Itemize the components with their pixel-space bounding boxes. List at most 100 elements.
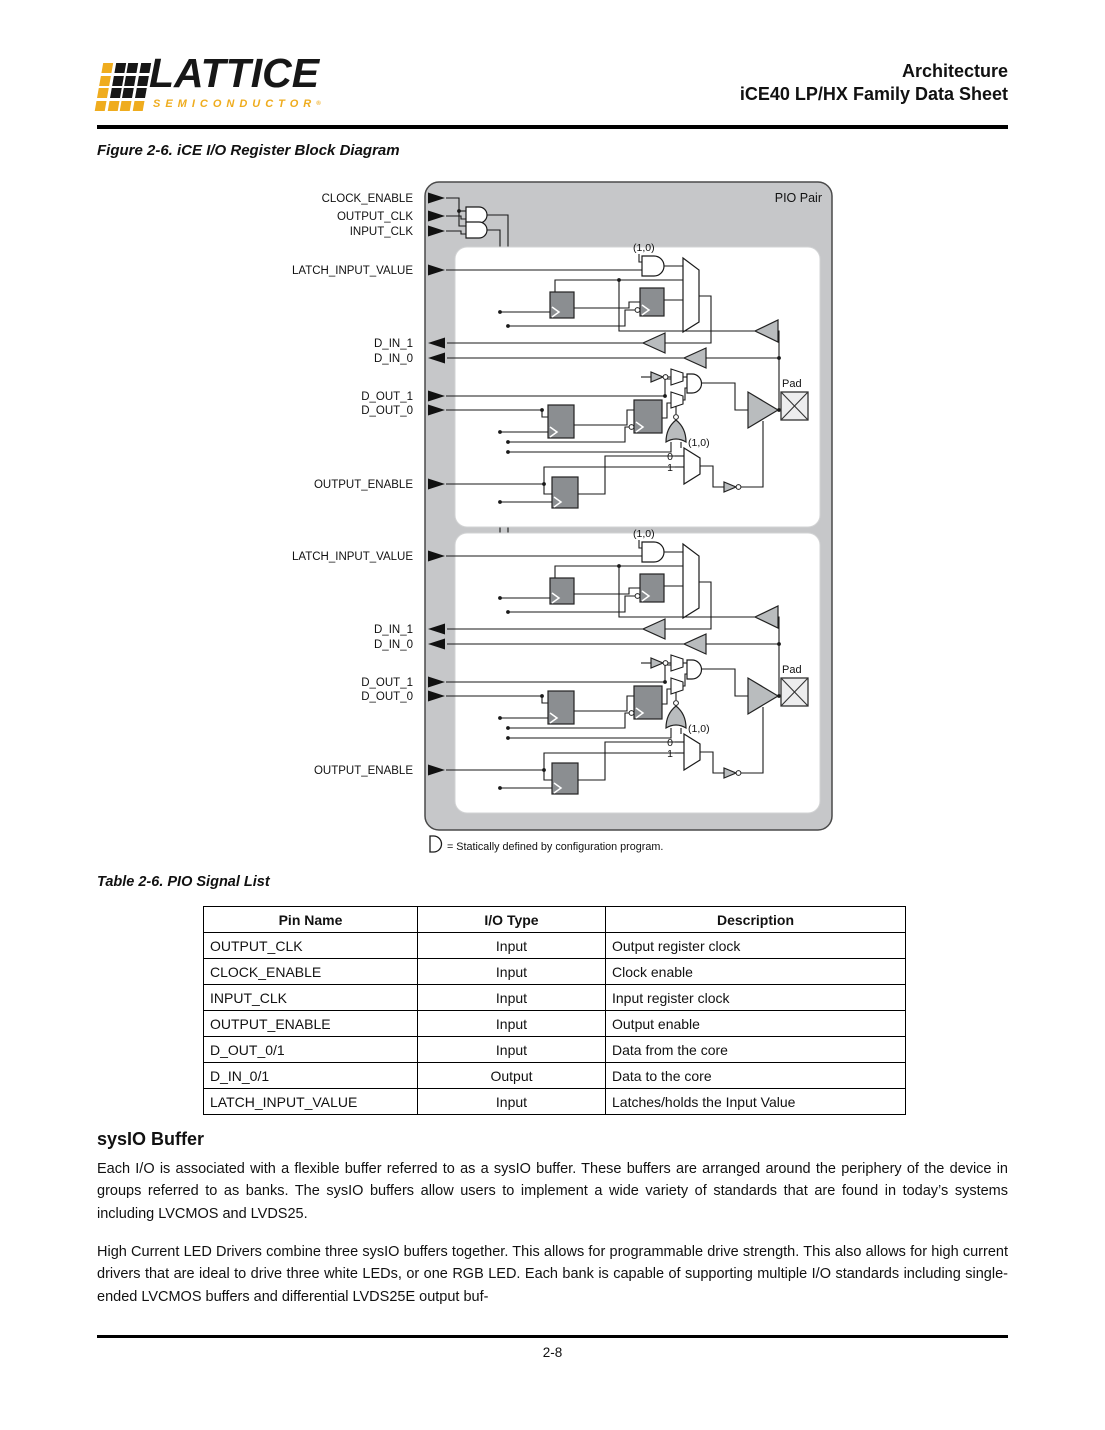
clock-chevron-icon xyxy=(641,304,651,316)
clock-chevron-icon xyxy=(635,421,645,433)
junction-dot xyxy=(506,726,510,730)
and-gate-icon xyxy=(686,373,703,394)
diagram-label-d_out_0: D_OUT_0 xyxy=(361,405,413,417)
junction-dot xyxy=(498,310,502,314)
and-gate-icon xyxy=(465,221,488,239)
junction-dot xyxy=(617,564,621,568)
flip-flop xyxy=(551,476,579,509)
input-arrow-icon xyxy=(428,390,445,402)
paragraph: High Current LED Drivers combine three s… xyxy=(97,1244,1008,1305)
diagram-label-d_in_0: D_IN_0 xyxy=(374,639,413,651)
logo-square xyxy=(124,75,136,86)
io-register-block-diagram: PIO PairCLOCK_ENABLEOUTPUT_CLKINPUT_CLKL… xyxy=(292,181,833,853)
registered-mark: ® xyxy=(316,101,321,107)
clock-chevron-icon xyxy=(553,496,563,508)
input-arrow-icon xyxy=(428,676,445,688)
wire xyxy=(446,466,679,485)
table-cell: D_IN_0/1 xyxy=(203,1062,418,1089)
buffer-icon xyxy=(723,481,738,493)
inverter-bubble-icon xyxy=(735,484,742,490)
mux-input-1-label: 1 xyxy=(667,462,673,474)
wire xyxy=(741,421,764,488)
buffer-icon xyxy=(641,618,666,640)
inverter-bubble-icon xyxy=(662,374,669,380)
clock-chevron-icon xyxy=(635,707,645,719)
mux-icon xyxy=(670,654,684,672)
output-arrow-icon xyxy=(428,638,445,650)
clock-chevron-icon xyxy=(551,592,561,604)
section-heading: sysIO Buffer xyxy=(97,1129,205,1149)
junction-dot xyxy=(663,394,667,398)
logo-square xyxy=(119,100,132,111)
lattice-logo-mark xyxy=(94,63,151,111)
wire xyxy=(554,279,683,292)
wire xyxy=(446,230,466,235)
config-bits-label: (1,0) xyxy=(688,723,710,735)
wire xyxy=(662,688,671,705)
diagram-label-input_clk: INPUT_CLK xyxy=(350,226,414,238)
buffer-icon xyxy=(650,657,665,669)
flip-flop xyxy=(549,291,575,319)
buffer-icon xyxy=(723,767,738,779)
and-gate-icon xyxy=(641,541,665,563)
flip-flop xyxy=(639,573,665,603)
figure-caption: Figure 2-6. iCE I/O Register Block Diagr… xyxy=(97,142,400,159)
wire xyxy=(446,378,671,397)
diagram-label-output_enable: OUTPUT_ENABLE xyxy=(314,765,413,777)
junction-dot xyxy=(498,596,502,600)
wire xyxy=(574,301,640,309)
negedge-bubble-icon xyxy=(634,593,641,599)
inverter-bubble-icon xyxy=(735,770,742,776)
buffer-icon xyxy=(747,676,780,716)
wire xyxy=(508,728,672,739)
flip-flop xyxy=(639,287,665,317)
table-caption: Table 2-6. PIO Signal List xyxy=(97,874,270,890)
wire xyxy=(700,751,724,774)
junction-dot xyxy=(498,430,502,434)
junction-dot xyxy=(506,324,510,328)
wire xyxy=(700,465,724,488)
mux-input-0-label: 0 xyxy=(667,737,673,749)
wire xyxy=(578,455,679,495)
input-arrow-icon xyxy=(428,550,445,562)
negedge-bubble-icon xyxy=(628,710,635,716)
mux-input-0-label: 0 xyxy=(667,451,673,463)
junction-dot xyxy=(663,680,667,684)
table-cell: Input register clock xyxy=(605,984,906,1011)
junction-dot xyxy=(498,500,502,504)
negedge-bubble-icon xyxy=(628,424,635,430)
input-arrow-icon xyxy=(428,192,445,204)
buffer-icon xyxy=(641,332,666,354)
page-number: 2-8 xyxy=(542,1345,563,1360)
junction-dot xyxy=(506,440,510,444)
pio-cell-box xyxy=(454,532,821,814)
table-cell: OUTPUT_ENABLE xyxy=(203,1010,418,1037)
diagram-label-latch_input_value: LATCH_INPUT_VALUE xyxy=(292,551,413,563)
wire xyxy=(543,770,552,781)
clock-chevron-icon xyxy=(549,426,559,438)
logo-square xyxy=(134,88,147,98)
table-header-cell: Description xyxy=(605,906,906,933)
clock-chevron-icon xyxy=(551,306,561,318)
brand-name: LATTICE xyxy=(149,50,320,96)
wire xyxy=(508,426,629,443)
wire xyxy=(508,309,635,327)
diagram-label-d_in_1: D_IN_1 xyxy=(374,338,413,350)
pad-label: Pad xyxy=(782,664,802,676)
lattice-logo: LATTICE SEMICONDUCTOR® xyxy=(94,50,427,118)
config-bits-label: (1,0) xyxy=(633,242,655,254)
table-cell: CLOCK_ENABLE xyxy=(203,958,418,985)
table-cell: Input xyxy=(417,1010,606,1037)
table-header-cell: I/O Type xyxy=(417,906,606,933)
wire xyxy=(618,566,755,618)
table-cell: Input xyxy=(417,932,606,959)
diagram-label-d_in_1: D_IN_1 xyxy=(374,624,413,636)
table-cell: D_OUT_0/1 xyxy=(203,1036,418,1063)
wire xyxy=(508,442,672,453)
wire xyxy=(446,664,671,683)
table-cell: Clock enable xyxy=(605,958,906,985)
logo-square xyxy=(122,88,134,98)
table-cell: Latches/holds the Input Value xyxy=(605,1088,906,1115)
wire xyxy=(665,581,712,630)
